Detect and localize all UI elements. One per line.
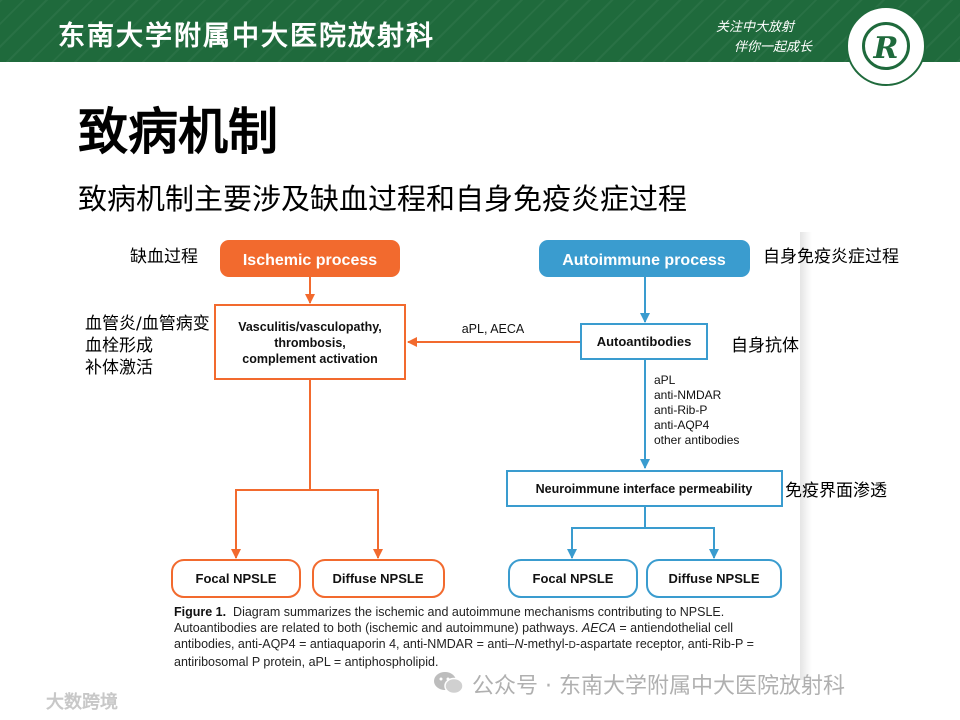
antibody-item: anti-Rib-P [654, 403, 707, 417]
antibody-item: other antibodies [654, 433, 739, 447]
focal-npsle-right-label: Focal NPSLE [533, 571, 614, 586]
department-logo: R [846, 6, 926, 86]
caption-text-d: -aspartate receptor, anti-Rib-P = antiri… [174, 637, 754, 669]
corner-watermark: 大数跨境 [46, 692, 118, 713]
arrow-vasculitis-to-focal-diffuse [231, 380, 311, 559]
annotation-autoimmune: 自身免疫炎症过程 [763, 247, 899, 267]
annotation-permeability: 免疫界面渗透 [785, 481, 887, 501]
autoimmune-process-label: Autoimmune process [562, 252, 726, 269]
header-pattern [0, 0, 960, 62]
arrow-label-apl-aeca: aPL, AECA [462, 322, 525, 336]
autoimmune-process-box [539, 240, 750, 277]
annotation-vasculitis-line-1: 血管炎/血管病变 [85, 314, 210, 334]
arrow-vasculitis-to-diffuse [310, 489, 383, 559]
caption-d-smallcaps: D [568, 640, 576, 651]
autoantibodies-box [580, 323, 708, 360]
slogan-line-1: 关注中大放射 [716, 20, 795, 35]
annotation-vasculitis-line-3: 补体激活 [85, 358, 153, 378]
figure-shadow [800, 232, 812, 680]
caption-text-a: Diagram summarizes the ischemic and auto… [174, 605, 725, 635]
ischemic-process-label: Ischemic process [243, 252, 377, 269]
arrow-permeability-to-focal [567, 506, 646, 559]
figure-caption: Figure 1. Diagram summarizes the ischemi… [174, 604, 794, 670]
vasculitis-box [214, 304, 406, 380]
focal-npsle-right-box [508, 559, 638, 598]
autoantibodies-label: Autoantibodies [597, 334, 692, 349]
diffuse-npsle-left-label: Diffuse NPSLE [332, 571, 423, 586]
caption-n-italic: N [514, 637, 524, 651]
vasculitis-line-2: thrombosis, [274, 336, 346, 350]
antibody-item: aPL [654, 373, 676, 387]
vasculitis-line-1: Vasculitis/vasculopathy, [238, 320, 382, 334]
page-subtitle: 致病机制主要涉及缺血过程和自身免疫炎症过程 [78, 182, 688, 216]
antibody-item: anti-NMDAR [654, 388, 722, 402]
logo-letter: R [873, 31, 899, 66]
header-banner: 东南大学附属中大医院放射科 关注中大放射 伴你一起成长 [0, 0, 960, 62]
annotation-vasculitis-line-2: 血栓形成 [85, 336, 153, 356]
permeability-label: Neuroimmune interface permeability [536, 482, 753, 496]
wechat-watermark: 公众号 · 东南大学附属中大医院放射科 [472, 674, 845, 699]
diffuse-npsle-left-box [312, 559, 445, 598]
focal-npsle-left-box [171, 559, 301, 598]
diffuse-npsle-right-label: Diffuse NPSLE [668, 571, 759, 586]
logo-ring: R [862, 22, 910, 70]
slogan-line-2: 伴你一起成长 [734, 40, 813, 55]
caption-text-b: = antiendothelial cell antibodies, anti-… [174, 621, 734, 651]
vasculitis-line-3: complement activation [242, 352, 377, 366]
header-title: 东南大学附属中大医院放射科 [58, 21, 435, 52]
page-title: 致病机制 [78, 103, 278, 161]
permeability-box [506, 470, 783, 507]
antibody-item: anti-AQP4 [654, 418, 710, 432]
caption-aeca-abbr: AECA [581, 621, 616, 635]
annotation-ischemic: 缺血过程 [130, 247, 198, 267]
caption-label: Figure 1. [174, 605, 227, 619]
caption-text-c: -methyl- [523, 637, 569, 651]
focal-npsle-left-label: Focal NPSLE [196, 571, 277, 586]
ischemic-process-box [220, 240, 400, 277]
diffuse-npsle-right-box [646, 559, 782, 598]
wechat-icon [434, 672, 464, 695]
annotation-autoantibodies: 自身抗体 [731, 336, 799, 356]
arrow-permeability-to-diffuse [645, 527, 719, 559]
